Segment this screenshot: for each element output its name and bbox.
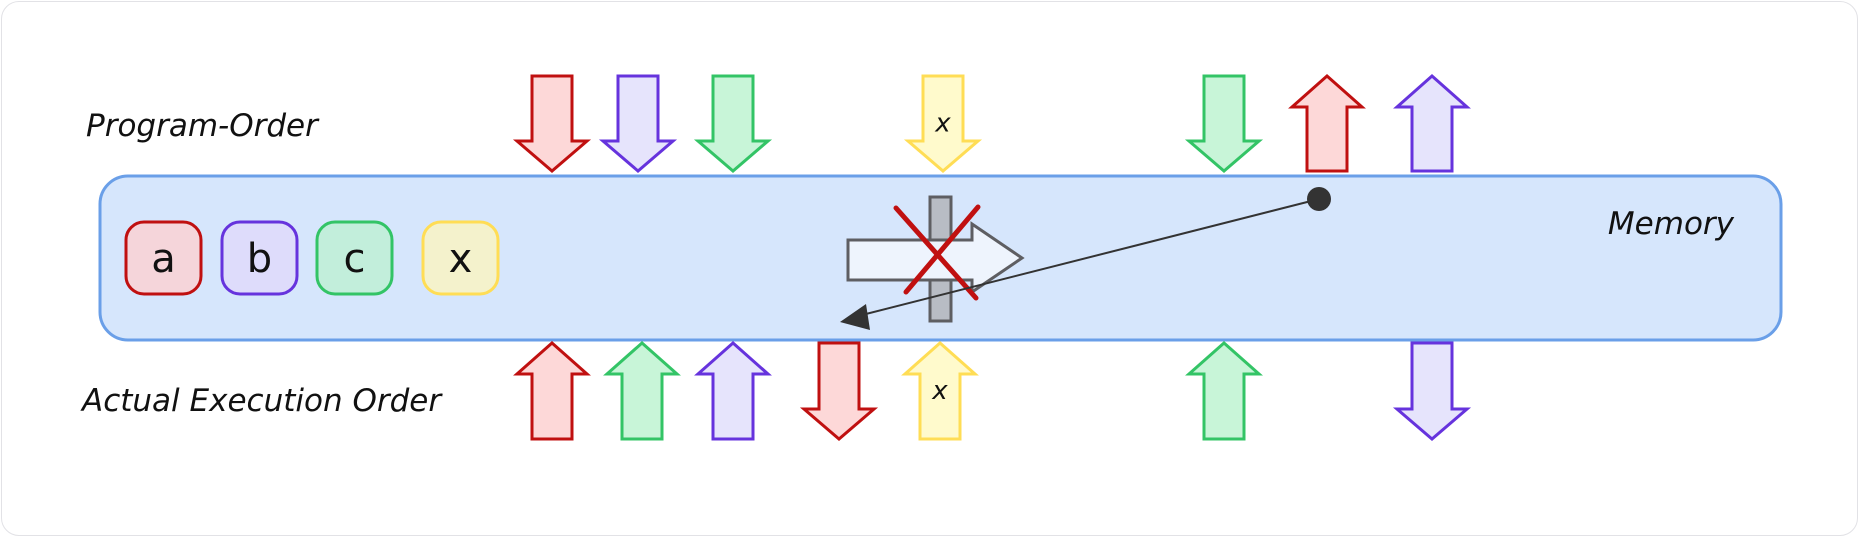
variable-box-c: c [315,220,394,296]
memory-label: Memory [1608,206,1735,242]
barrier-bottom [928,278,953,323]
variable-name: x [449,236,473,282]
variable-name: a [151,236,176,282]
arrow-down-icon [1392,341,1472,441]
arrow-down-icon [512,74,592,173]
program-order-arrow-b-up [1393,73,1471,173]
barrier-top [928,195,953,242]
arrow-down-icon [799,341,879,441]
arrow-up-icon [1185,340,1263,441]
program-order-arrow-a-up [1288,73,1366,173]
variable-name: c [344,236,366,282]
actual-order-arrow-a-up [513,340,591,441]
arrow-up-icon [603,340,681,441]
arrow-up-icon [1288,73,1366,173]
arrow-up-icon [513,340,591,441]
actual-order-arrow-x-up: x [901,340,979,441]
actual-order-arrow-b-down [1392,341,1472,441]
actual-execution-order-label: Actual Execution Order [80,383,443,419]
program-order-arrow-x-down: x [903,74,983,173]
cross-out-icon [893,204,981,301]
program-order-arrow-c-down [693,74,773,173]
pointer-dot [1307,187,1331,211]
arrow-label: x [931,376,948,406]
program-order-label: Program-Order [86,108,320,144]
arrow-down-icon [903,74,983,173]
arrow-label: x [934,109,951,139]
variable-name: b [247,236,272,282]
blocked-reorder-symbol [840,187,1331,330]
program-order-arrow-a-down [512,74,592,173]
actual-order-arrow-a-down [799,341,879,441]
actual-order-arrow-b-up [694,340,772,441]
arrow-up-icon [901,340,979,441]
arrow-up-icon [694,340,772,441]
program-order-arrow-b-down [598,74,678,173]
pointer-line [857,198,1320,317]
arrow-down-icon [1184,74,1264,173]
pointer-arrowhead-icon [840,304,870,330]
variable-box-x: x [421,220,500,296]
arrow-down-icon [598,74,678,173]
program-order-arrow-c-down [1184,74,1264,173]
actual-order-arrow-c-up [603,340,681,441]
arrow-up-icon [1393,73,1471,173]
variable-box-b: b [220,220,299,296]
variable-box-a: a [124,220,203,296]
actual-order-arrow-c-up [1185,340,1263,441]
arrow-down-icon [693,74,773,173]
